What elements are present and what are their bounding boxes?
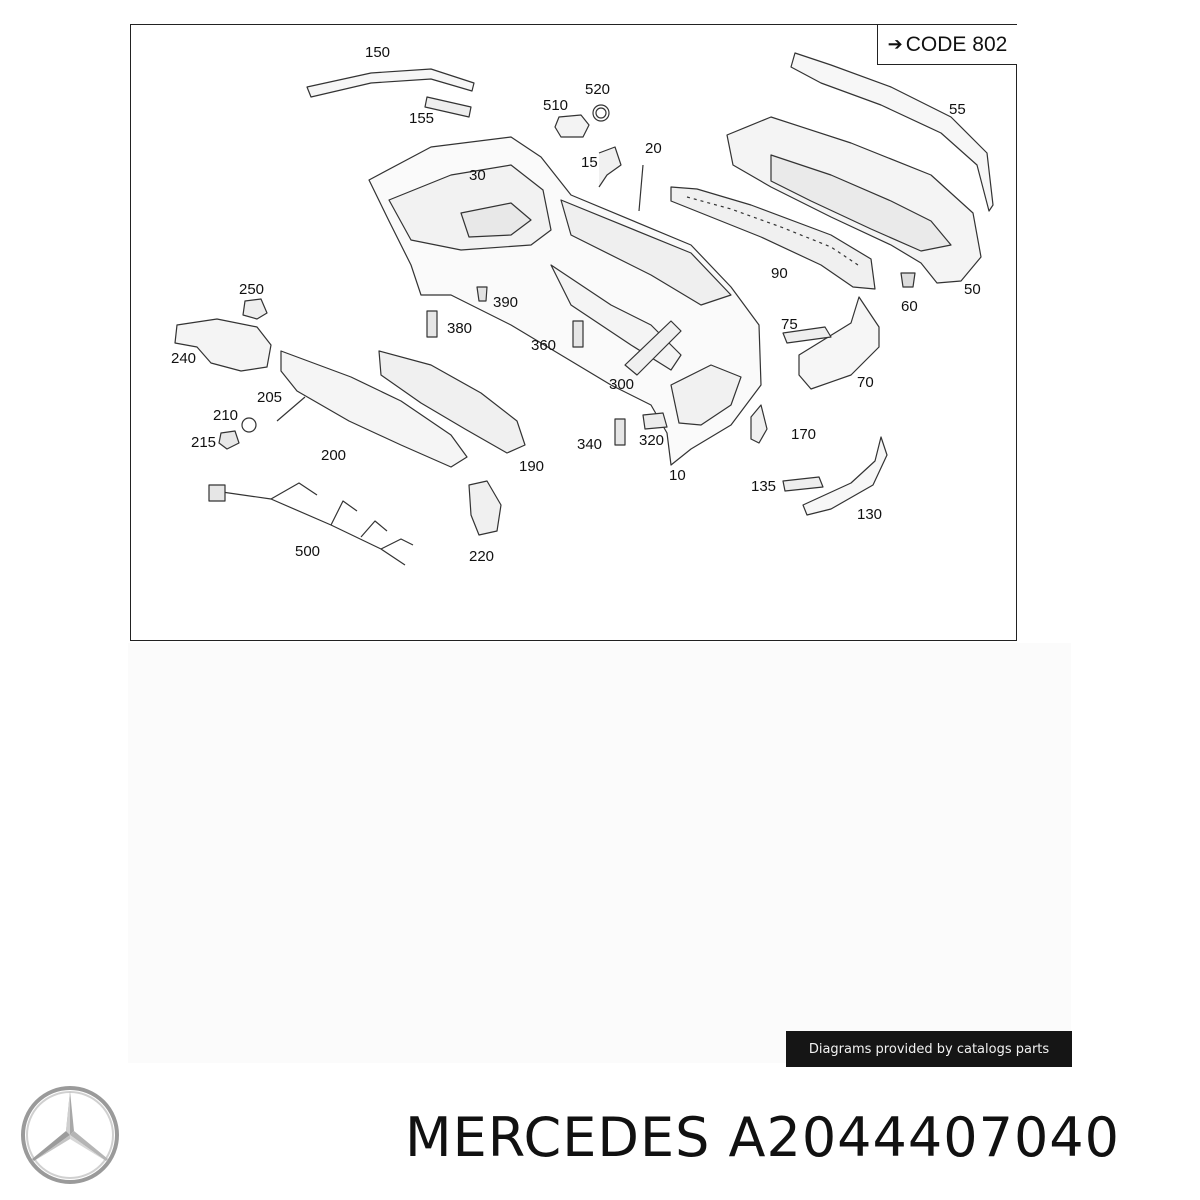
callout-210: 210 [213,407,239,424]
part-title: MERCEDES A2044407040 [405,1106,1120,1169]
callout-520: 520 [585,81,611,98]
part-340-screw [614,418,626,446]
part-240-bracket [174,318,272,372]
callout-390: 390 [493,294,519,311]
code-badge-text: CODE 802 [905,32,1008,56]
callout-250: 250 [239,281,265,298]
part-70-side-trim [798,296,880,390]
callout-150: 150 [365,44,391,61]
callout-300: 300 [609,376,635,393]
callout-10: 10 [669,467,686,484]
callout-75: 75 [781,316,798,333]
callout-380: 380 [447,320,473,337]
part-135-clip [782,476,824,492]
part-90-grille [670,186,876,290]
callout-70: 70 [857,374,874,391]
callout-50: 50 [964,281,981,298]
callout-200: 200 [321,447,347,464]
callout-340: 340 [577,436,603,453]
callout-170: 170 [791,426,817,443]
callout-60: 60 [901,298,918,315]
callout-135: 135 [751,478,777,495]
part-205-bolt [276,396,306,422]
callout-320: 320 [639,432,665,449]
part-320-nut [642,412,668,430]
callout-20: 20 [645,140,662,157]
part-number: A2044407040 [728,1106,1121,1169]
brand-name: MERCEDES [405,1106,711,1169]
part-220-bracket [468,480,502,536]
callout-15: 15 [581,154,598,171]
part-520-ring [592,104,610,122]
part-300-bracket [624,320,682,376]
lower-backdrop [128,643,1071,1063]
part-390-screw [476,286,488,302]
callout-215: 215 [191,434,217,451]
callout-510: 510 [543,97,569,114]
callout-130: 130 [857,506,883,523]
part-215-nut [218,430,240,450]
callout-500: 500 [295,543,321,560]
callout-30: 30 [469,167,486,184]
parts-diagram: ➔ CODE 802 150 155 510 520 15 20 30 55 9… [130,24,1017,641]
callout-155: 155 [409,110,435,127]
arrow-icon: ➔ [887,34,903,54]
part-15-hinge [598,146,622,188]
part-55-upper-panel [790,52,994,212]
part-150-trim-strip [306,68,475,98]
part-130-trim [802,436,888,516]
part-210-washer [241,417,257,433]
part-190-absorber [378,350,526,454]
part-170-cap [750,404,768,444]
callout-205: 205 [257,389,283,406]
callout-240: 240 [171,350,197,367]
code-badge: ➔ CODE 802 [877,25,1017,65]
callout-220: 220 [469,548,495,565]
part-510-sensor [554,114,590,138]
callout-360: 360 [531,337,557,354]
part-380-screw [426,310,438,338]
callout-190: 190 [519,458,545,475]
credit-banner: Diagrams provided by catalogs parts [786,1031,1072,1067]
part-20-rod [638,164,644,212]
part-360-screw [572,320,584,348]
part-60-clip [900,272,916,288]
callout-55: 55 [949,101,966,118]
bumper-exploded-drawing [174,52,994,566]
part-75-clip [782,326,832,344]
part-155-clip [424,96,472,118]
part-200-absorber [280,350,468,468]
mercedes-star-icon [21,1086,119,1184]
part-250-nut [242,298,268,320]
callout-90: 90 [771,265,788,282]
